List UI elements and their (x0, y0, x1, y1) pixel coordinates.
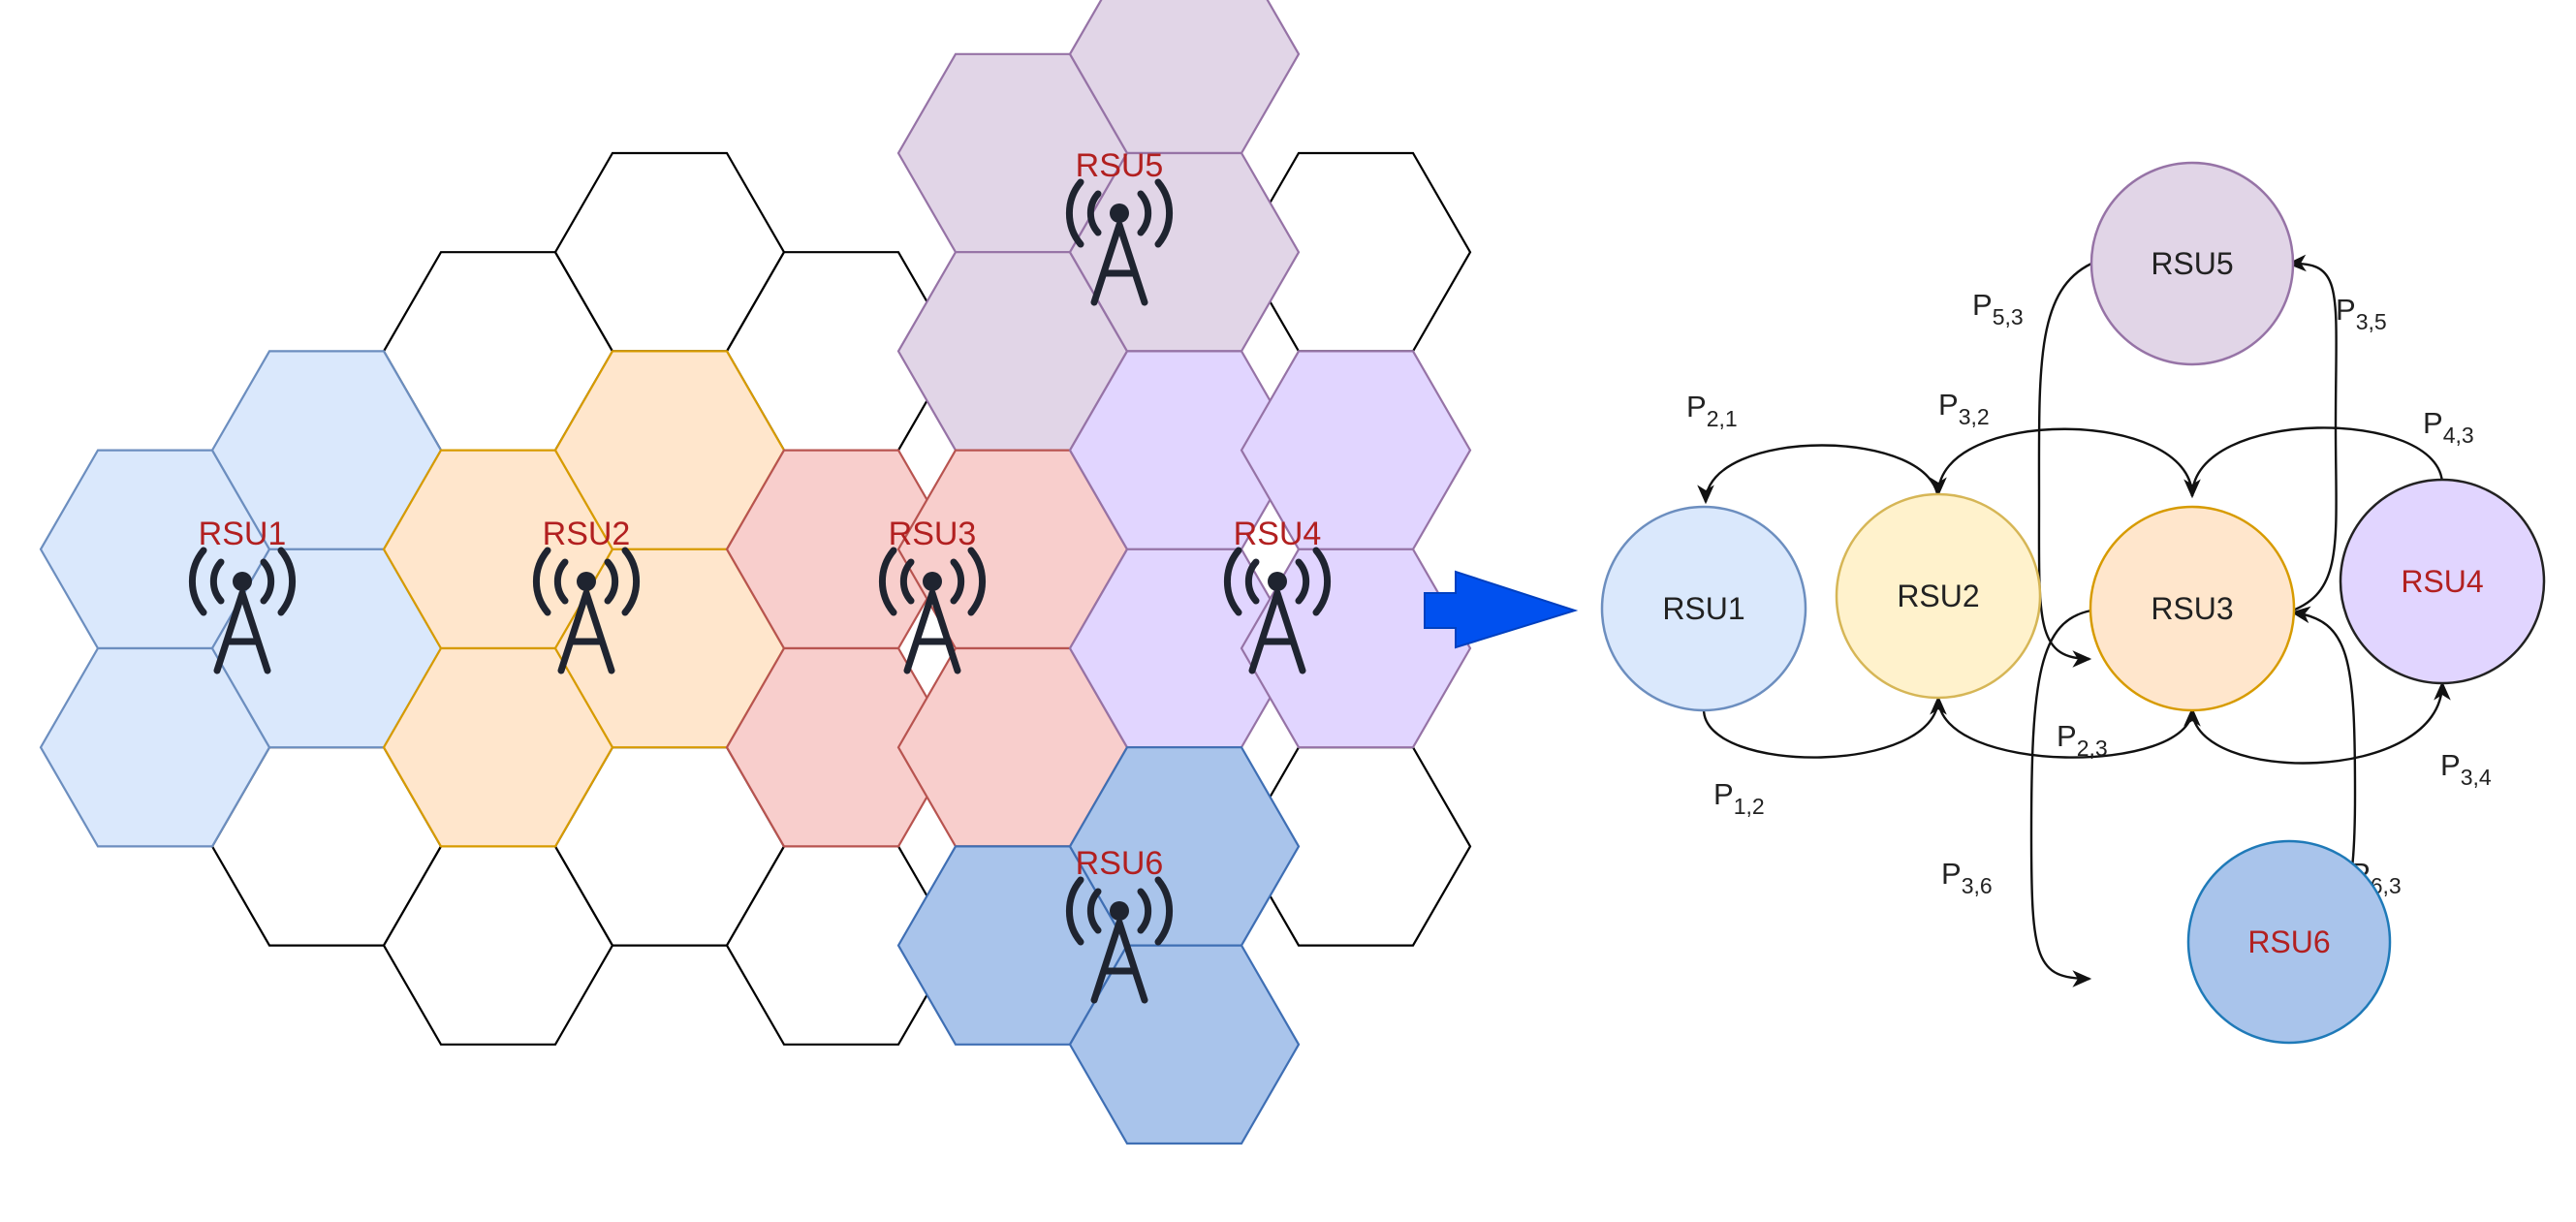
node-circle-rsu6 (2186, 839, 2392, 1045)
edge-label-p36: P3,6 (1941, 857, 1993, 898)
edge-label-p21: P2,1 (1686, 390, 1738, 431)
node-label-rsu1: RSU1 (1662, 591, 1744, 626)
edge-p21 (1697, 444, 1940, 505)
graph-node-rsu3: RSU3 (2089, 505, 2296, 712)
node-circle-rsu3 (2089, 505, 2296, 712)
graph-node-rsu4: RSU4 (2339, 478, 2546, 685)
edge-p35 (2286, 254, 2338, 614)
edge-label-p12: P1,2 (1713, 777, 1765, 819)
map-label-rsu2: RSU2 (543, 516, 631, 552)
edge-p34 (2190, 680, 2451, 765)
edge-label-p53: P5,3 (1972, 288, 2024, 329)
edge-label-p43: P4,3 (2423, 406, 2474, 448)
radio-tower-icon (1065, 876, 1174, 1004)
node-label-rsu6: RSU6 (2247, 924, 2330, 959)
radio-tower-icon (188, 547, 297, 674)
edge-p53 (2037, 262, 2092, 668)
graph-edges: P2,1P1,2P3,2P2,3P4,3P3,4P5,3P3,5P3,6P6,3 (1686, 254, 2492, 987)
node-label-rsu3: RSU3 (2151, 591, 2233, 626)
hex-cell-rsu6 (1068, 944, 1301, 1145)
radio-tower-icon (1065, 178, 1174, 306)
node-label-rsu2: RSU2 (1897, 579, 1979, 613)
edge-label-p35: P3,5 (2336, 293, 2387, 334)
node-label-rsu4: RSU4 (2401, 564, 2483, 599)
radio-tower-icon (532, 547, 641, 674)
edge-p36 (2029, 609, 2092, 987)
right-arrow-icon (1424, 570, 1579, 649)
node-label-rsu5: RSU5 (2151, 246, 2233, 281)
hex-cell-rsu3 (725, 646, 958, 848)
map-label-rsu5: RSU5 (1076, 147, 1164, 184)
edge-label-p32: P3,2 (1938, 388, 1990, 429)
node-circle-rsu4 (2339, 478, 2546, 685)
edge-p23 (1936, 697, 2201, 759)
radio-tower-icon (1223, 547, 1332, 674)
edge-p32 (1930, 427, 2194, 497)
map-label-rsu3: RSU3 (889, 516, 977, 552)
node-circle-rsu1 (1600, 505, 1807, 712)
hexagon-cell-grid (39, 0, 1472, 1145)
edge-p12 (1702, 695, 1947, 759)
node-circle-rsu2 (1835, 492, 2042, 700)
edge-label-p34: P3,4 (2440, 748, 2492, 790)
node-circle-rsu5 (2089, 161, 2295, 366)
map-label-rsu1: RSU1 (199, 516, 287, 552)
radio-tower-icon (878, 547, 987, 674)
map-label-rsu6: RSU6 (1076, 845, 1164, 882)
map-rsu-towers (188, 178, 1332, 1004)
map-label-rsu4: RSU4 (1234, 516, 1322, 552)
graph-node-rsu2: RSU2 (1835, 492, 2042, 700)
graph-node-rsu5: RSU5 (2089, 161, 2295, 366)
edge-p43 (2183, 426, 2444, 499)
graph-node-rsu6: RSU6 (2186, 839, 2392, 1045)
edge-label-p23: P2,3 (2057, 719, 2108, 761)
graph-node-rsu1: RSU1 (1600, 505, 1807, 712)
